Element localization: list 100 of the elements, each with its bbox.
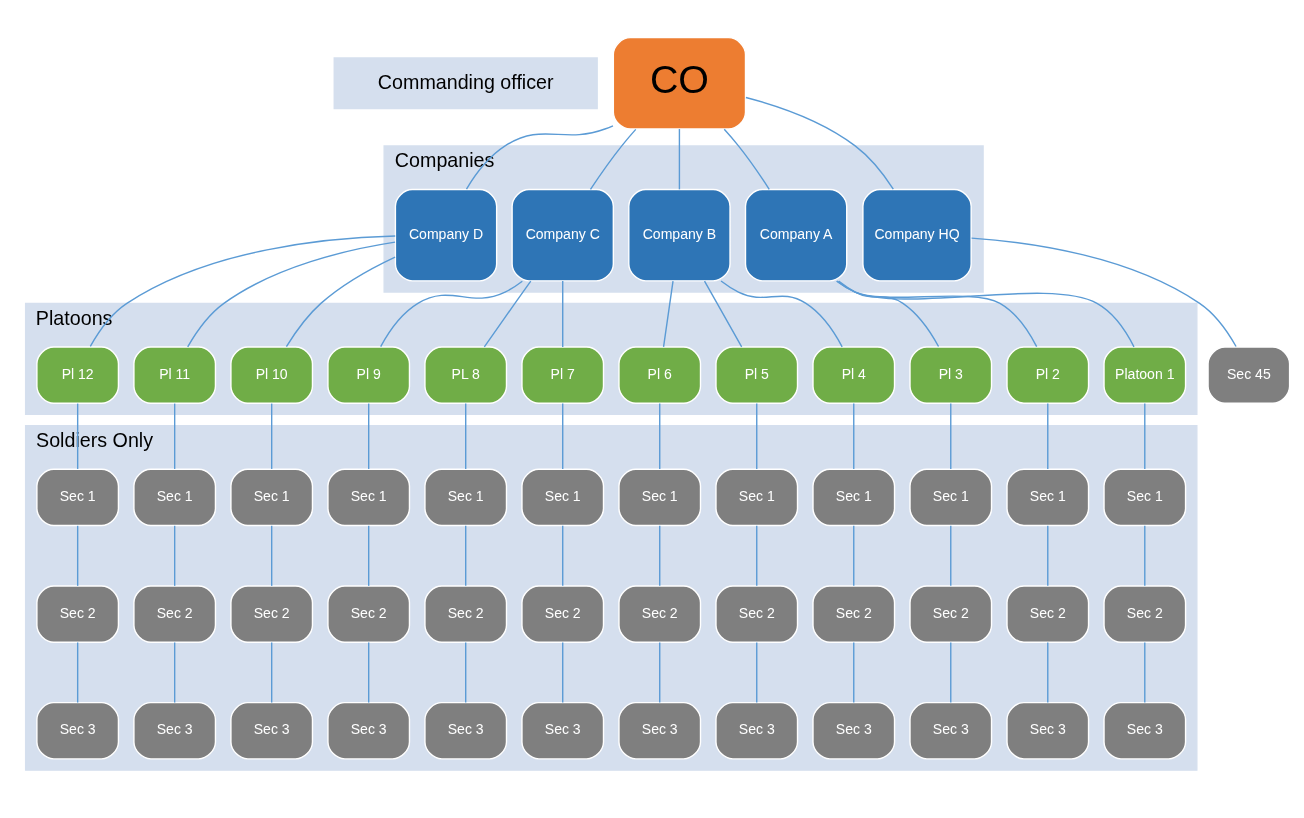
node-box: Sec 1 <box>424 468 508 526</box>
node-box: Sec 1 <box>812 468 896 526</box>
connector <box>853 524 855 587</box>
connector <box>837 279 940 347</box>
connector <box>271 402 273 470</box>
node-box: Pl 9 <box>327 345 411 404</box>
connector <box>173 524 176 587</box>
node-box: Sec 1 <box>618 468 702 526</box>
connector <box>173 641 176 703</box>
connector <box>853 402 855 470</box>
connector <box>836 279 1038 347</box>
node-box: Sec 3 <box>230 701 314 760</box>
node-box: Sec 3 <box>812 701 896 760</box>
connector <box>659 524 661 587</box>
node-box: Pl 2 <box>1006 345 1090 404</box>
node-box: Sec 2 <box>133 584 217 643</box>
node-box: Company D <box>394 188 498 282</box>
node-box: Company HQ <box>862 188 972 282</box>
connector <box>1144 524 1146 587</box>
node-box: Sec 3 <box>424 701 508 760</box>
connector <box>745 96 894 190</box>
node-box: Sec 45 <box>1207 345 1291 404</box>
node-box: Commanding officer <box>333 56 598 109</box>
node-box: Platoon 1 <box>1103 345 1187 404</box>
node-box: Pl 6 <box>618 345 702 404</box>
node-box: Sec 2 <box>230 584 314 643</box>
connector <box>380 280 523 347</box>
connector <box>562 402 564 470</box>
node-box: Sec 3 <box>36 701 120 760</box>
connector <box>950 641 952 703</box>
node-box: Sec 3 <box>521 701 605 760</box>
node-box: Sec 1 <box>36 468 120 526</box>
connector <box>465 124 614 190</box>
connector <box>562 279 564 348</box>
node-box: Pl 7 <box>521 345 605 404</box>
node-box: Pl 10 <box>230 345 314 404</box>
node-box: Sec 1 <box>133 468 217 526</box>
node-box: Company A <box>744 188 848 282</box>
node-box: Pl 5 <box>715 345 799 404</box>
connector <box>723 128 770 190</box>
node-box: Sec 3 <box>133 701 217 760</box>
node-box: Pl 12 <box>36 345 120 404</box>
node-box: Sec 2 <box>618 584 702 643</box>
connector <box>853 641 855 703</box>
connector <box>836 280 1135 348</box>
node-box: Sec 2 <box>424 584 508 643</box>
connector <box>368 524 370 587</box>
connector <box>76 641 79 703</box>
node-box: Company C <box>511 188 615 282</box>
connector <box>465 641 467 703</box>
node-box: Sec 3 <box>1103 701 1187 760</box>
connector <box>562 641 564 703</box>
node-box: Pl 11 <box>133 345 217 404</box>
node-box: PL 8 <box>424 345 508 404</box>
connector <box>271 524 273 587</box>
connector <box>1144 641 1146 703</box>
node-box: Pl 3 <box>909 345 993 404</box>
connector <box>678 127 681 190</box>
node-box: Sec 2 <box>812 584 896 643</box>
connector <box>950 524 952 587</box>
connector <box>483 279 532 348</box>
connector <box>465 402 467 470</box>
connector <box>187 240 396 348</box>
node-box: Sec 2 <box>521 584 605 643</box>
connector <box>950 402 952 470</box>
node-box: Sec 1 <box>521 468 605 526</box>
connector <box>89 234 396 347</box>
node-box: CO <box>612 36 747 130</box>
node-box: Sec 1 <box>230 468 314 526</box>
node-box: Sec 2 <box>909 584 993 643</box>
node-box: Sec 3 <box>715 701 799 760</box>
node-box: Sec 3 <box>1006 701 1090 760</box>
connector <box>1047 524 1049 587</box>
connector <box>368 641 370 703</box>
node-box: Sec 1 <box>1103 468 1187 526</box>
node-box: Sec 1 <box>327 468 411 526</box>
connector <box>285 255 396 347</box>
node-box: Sec 1 <box>715 468 799 526</box>
connector <box>76 402 79 470</box>
node-box: Sec 2 <box>327 584 411 643</box>
node-box: Sec 1 <box>909 468 993 526</box>
node-box: Sec 2 <box>1006 584 1090 643</box>
connector <box>465 524 467 587</box>
node-box: Company B <box>628 188 731 282</box>
connector <box>756 641 758 703</box>
connector <box>659 641 661 703</box>
connector <box>703 279 743 348</box>
node-box: Sec 3 <box>618 701 702 760</box>
connector <box>756 402 758 470</box>
connector <box>970 236 1237 347</box>
node-box: Sec 2 <box>36 584 120 643</box>
connector <box>173 402 176 470</box>
connector <box>368 402 370 470</box>
connector <box>1144 402 1146 470</box>
connector <box>562 524 564 587</box>
connector <box>589 128 637 190</box>
connector <box>720 279 843 348</box>
node-box: Sec 1 <box>1006 468 1090 526</box>
connector <box>76 524 79 587</box>
connector <box>1047 402 1049 470</box>
